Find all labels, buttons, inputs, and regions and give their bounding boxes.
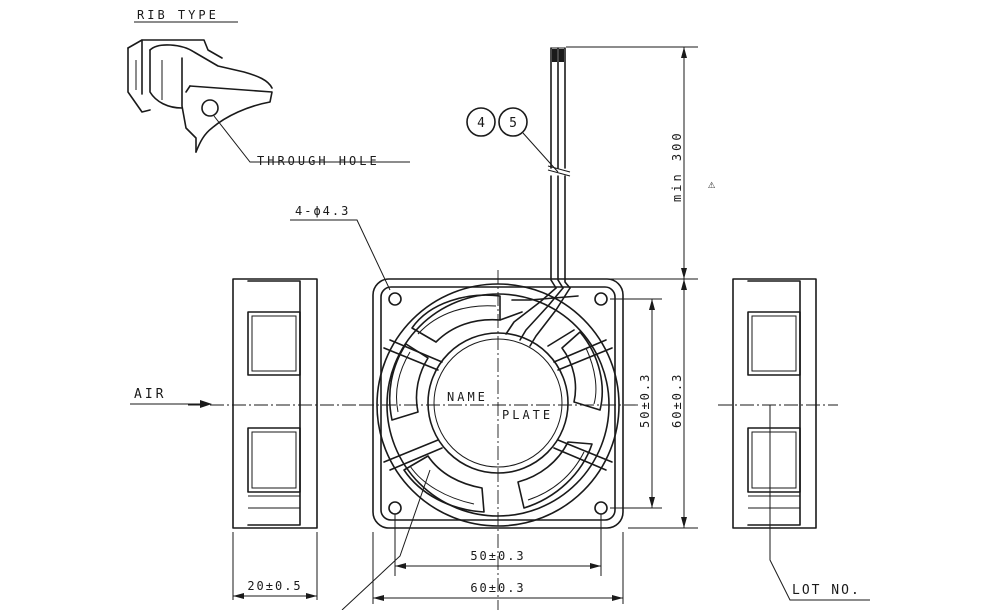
through-hole-label: THROUGH HOLE bbox=[257, 154, 380, 168]
name-plate-plate: PLATE bbox=[502, 408, 553, 422]
fan-front-view: NAME PLATE bbox=[341, 270, 640, 610]
fan-blade bbox=[403, 455, 485, 513]
mount-hole-label: 4-ϕ4.3 bbox=[295, 204, 350, 218]
hole-pitch-horizontal-label: 50±0.3 bbox=[470, 549, 525, 563]
lot-no-leader bbox=[769, 405, 870, 601]
side-view-right: LOT NO. bbox=[718, 278, 870, 601]
rib-type-title: RIB TYPE bbox=[137, 8, 219, 22]
balloon-5-text: 5 bbox=[509, 116, 517, 131]
lead-wires bbox=[547, 47, 571, 289]
fan-blade bbox=[411, 294, 501, 343]
mounting-hole-top-left bbox=[388, 292, 402, 306]
lot-no-label: LOT NO. bbox=[792, 583, 861, 598]
wire-break-marks bbox=[547, 165, 571, 177]
thickness-label: 20±0.5 bbox=[247, 579, 302, 593]
body-width-label: 60±0.3 bbox=[470, 581, 525, 595]
balloon-4-text: 4 bbox=[477, 116, 485, 131]
mounting-hole-top-right bbox=[594, 292, 608, 306]
air-label: AIR bbox=[134, 387, 166, 402]
name-plate-name: NAME bbox=[447, 390, 488, 404]
balloon-4 bbox=[466, 107, 496, 137]
side-view-left: AIR 20±0.5 bbox=[130, 278, 362, 600]
rib-type-detail: RIB TYPE THROUGH HOLE bbox=[127, 8, 410, 168]
lead-length-dimension: min 300 ⚠ bbox=[566, 46, 716, 280]
mounting-hole-bottom-right bbox=[594, 501, 608, 515]
vertical-dimensions: 50±0.3 60±0.3 bbox=[610, 279, 698, 529]
air-arrow bbox=[200, 400, 212, 408]
balloon-5 bbox=[498, 107, 528, 137]
through-hole bbox=[201, 99, 219, 117]
balloon-callouts: 4 5 bbox=[466, 107, 559, 173]
mount-hole-leader bbox=[290, 219, 391, 291]
through-hole-leader bbox=[213, 115, 410, 163]
hole-pitch-vertical-label: 50±0.3 bbox=[638, 373, 652, 428]
warning-symbol: ⚠ bbox=[708, 177, 716, 191]
body-height-label: 60±0.3 bbox=[670, 373, 684, 428]
lead-wire-ends bbox=[552, 49, 564, 62]
fan-blade bbox=[561, 331, 603, 411]
fan-blade bbox=[517, 441, 593, 509]
front-leader bbox=[341, 469, 431, 610]
horizontal-dimensions: 50±0.3 60±0.3 bbox=[372, 514, 624, 604]
mounting-hole-bottom-left bbox=[388, 501, 402, 515]
lead-length-label: min 300 bbox=[670, 130, 684, 202]
fan-blade bbox=[388, 343, 429, 421]
balloon-leader bbox=[522, 132, 559, 173]
mount-hole-callout: 4-ϕ4.3 bbox=[290, 204, 391, 291]
